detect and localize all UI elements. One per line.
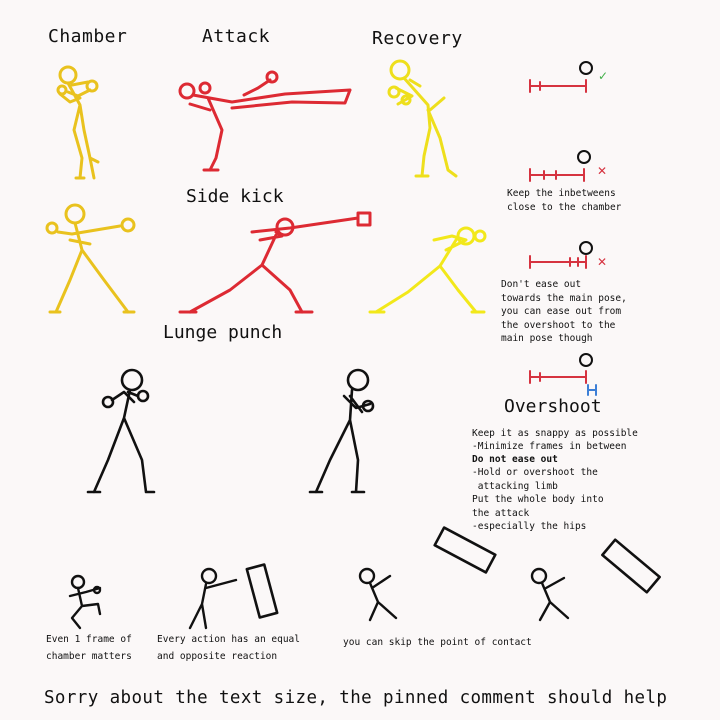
overshoot-rest: -Hold or overshoot the attacking limb Pu… xyxy=(472,467,604,532)
reaction-figure xyxy=(188,567,238,630)
timing-diagram-2: ✕ xyxy=(529,150,607,182)
note-chamber-frame: Even 1 frame of chamber matters xyxy=(46,634,132,662)
header-chamber: Chamber xyxy=(48,26,128,47)
overshoot-bracket-icon xyxy=(587,384,597,396)
impact-bag-upright xyxy=(245,563,279,619)
timing-diagram-3: ✕ xyxy=(529,241,607,269)
side-kick-chamber-figure xyxy=(56,65,100,180)
overshoot-line1: Keep it as snappy as possible xyxy=(472,428,638,439)
lunge-punch-title: Lunge punch xyxy=(163,322,283,343)
cross-icon: ✕ xyxy=(597,255,607,269)
note-contact: you can skip the point of contact xyxy=(343,637,532,648)
chamber-frame-figure xyxy=(68,574,102,630)
impact-bag-flying-2 xyxy=(601,538,661,594)
stance-figure-guard xyxy=(86,368,156,494)
timing-diagram-4 xyxy=(529,353,597,396)
note-reaction: Every action has an equal and opposite r… xyxy=(157,634,300,662)
overshoot-line2: -Minimize frames in between xyxy=(472,441,627,452)
lunge-punch-attack-figure xyxy=(178,211,372,314)
contact-skip-figure-1 xyxy=(358,567,398,622)
overshoot-title: Overshoot xyxy=(504,396,602,417)
footer-caption: Sorry about the text size, the pinned co… xyxy=(44,688,668,708)
timing-diagram-1: ✓ xyxy=(529,61,608,93)
contact-skip-figure-2 xyxy=(530,567,570,622)
note-ease-out: Don't ease out towards the main pose, yo… xyxy=(501,279,627,344)
check-icon: ✓ xyxy=(598,69,608,83)
impact-bag-flying-1 xyxy=(433,526,497,574)
header-attack: Attack xyxy=(202,26,271,47)
cross-icon: ✕ xyxy=(597,164,607,178)
lunge-punch-chamber-figure xyxy=(45,203,136,314)
header-recovery: Recovery xyxy=(372,28,463,49)
stance-figure-lunge xyxy=(308,368,375,494)
lunge-punch-recovery-figure xyxy=(368,226,487,314)
note-inbetweens: Keep the inbetweens close to the chamber xyxy=(507,188,622,213)
side-kick-attack-figure xyxy=(178,70,352,172)
side-kick-title: Side kick xyxy=(186,186,284,207)
overshoot-bold-line: Do not ease out xyxy=(472,454,558,465)
side-kick-recovery-figure xyxy=(387,59,458,178)
